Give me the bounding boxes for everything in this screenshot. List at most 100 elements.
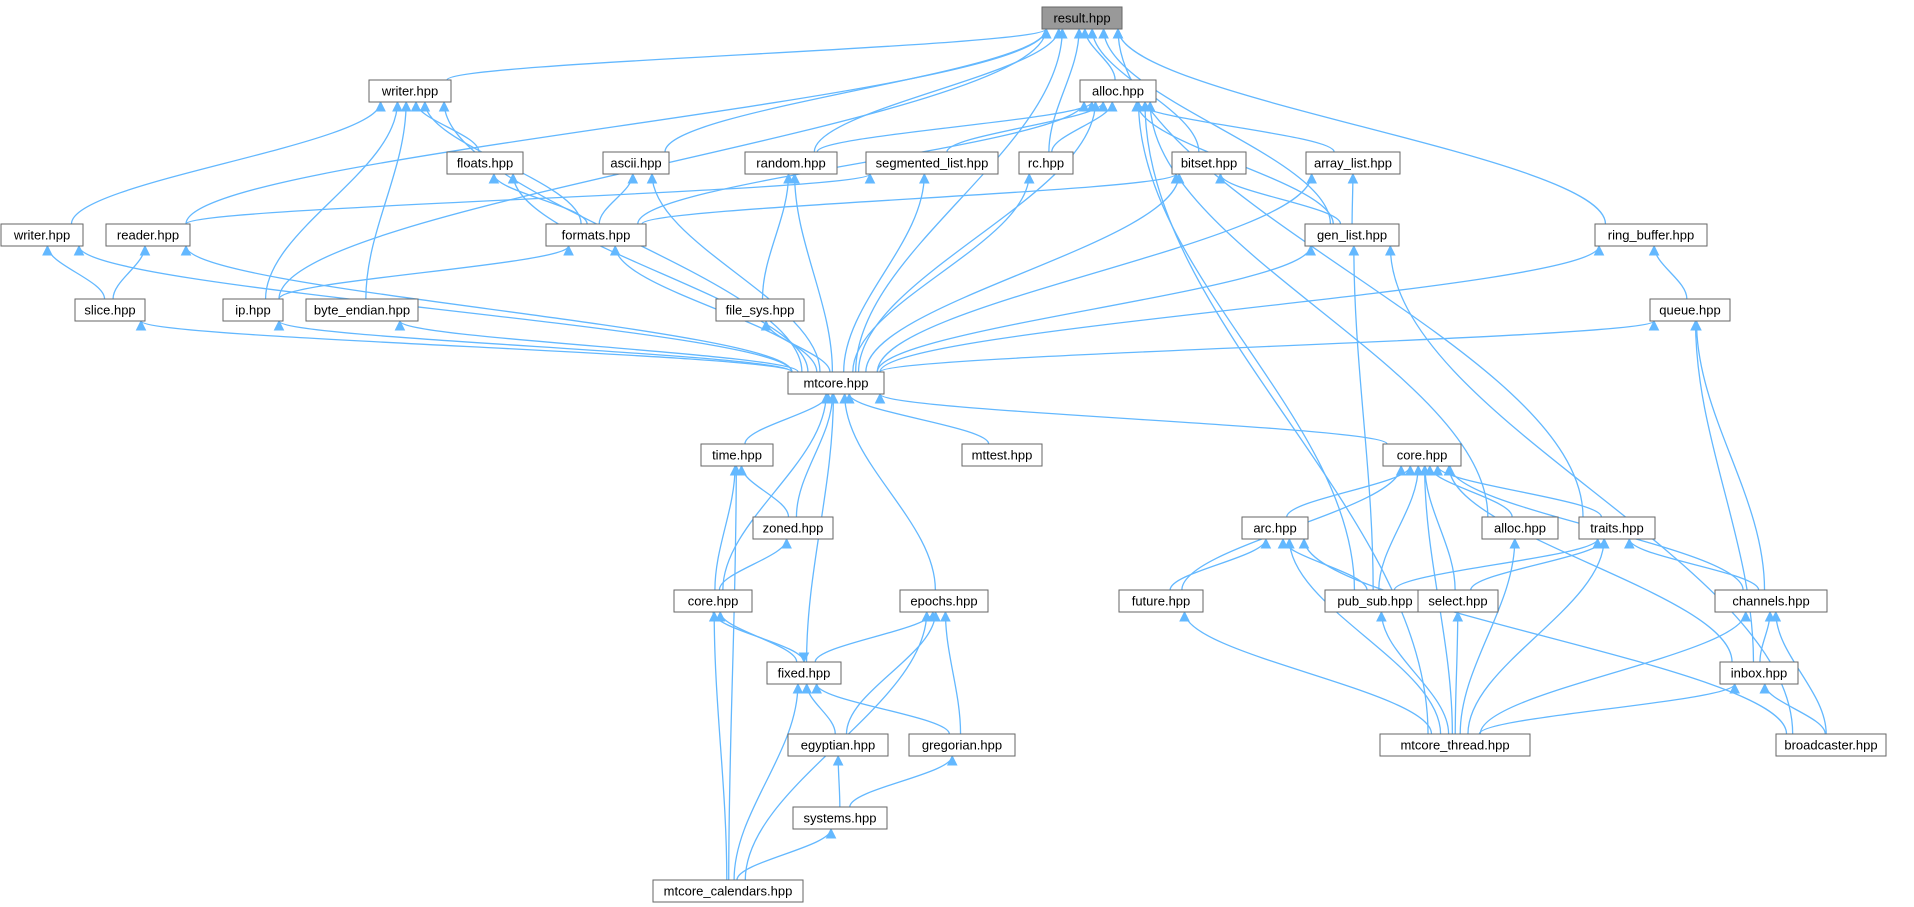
node-reader[interactable]: reader.hpp — [105, 223, 191, 247]
arrow-head-icon — [1173, 172, 1185, 184]
node-core-b[interactable]: core.hpp — [1382, 443, 1462, 467]
edge-mtcore_calendars-to-systems — [736, 828, 832, 881]
arrow-head-icon — [1648, 319, 1660, 331]
node-formats[interactable]: formats.hpp — [545, 223, 647, 247]
node-array-list[interactable]: array_list.hpp — [1305, 151, 1401, 175]
node-box — [865, 151, 999, 175]
edge-pub_sub-to-gen_list — [1353, 245, 1374, 591]
node-writer-a[interactable]: writer.hpp — [368, 79, 452, 103]
node-inbox[interactable]: inbox.hpp — [1719, 661, 1799, 685]
node-core-a[interactable]: core.hpp — [673, 589, 753, 613]
node-ip[interactable]: ip.hpp — [222, 298, 284, 322]
arrow-head-icon — [1090, 100, 1101, 112]
arrow-head-icon — [730, 464, 742, 476]
node-label: floats.hpp — [457, 156, 513, 171]
node-mtcore-thread[interactable]: mtcore_thread.hpp — [1379, 733, 1531, 757]
arrow-head-icon — [1078, 100, 1090, 112]
node-label: mttest.hpp — [972, 448, 1033, 463]
node-label: result.hpp — [1053, 11, 1110, 26]
node-mtcore[interactable]: mtcore.hpp — [787, 371, 885, 395]
node-box — [1379, 733, 1531, 757]
node-egyptian[interactable]: egyptian.hpp — [787, 733, 889, 757]
node-queue[interactable]: queue.hpp — [1649, 298, 1731, 322]
node-zoned[interactable]: zoned.hpp — [752, 516, 834, 540]
node-mttest[interactable]: mttest.hpp — [961, 443, 1043, 467]
arrow-head-icon — [139, 244, 151, 256]
edge-mtcore_calendars-to-fixed — [733, 683, 799, 881]
edge-broadcaster-to-arc — [1303, 538, 1788, 735]
arrow-head-icon — [410, 100, 422, 112]
edge-broadcaster-to-channels — [1775, 611, 1827, 735]
node-label: gen_list.hpp — [1317, 228, 1387, 243]
node-byte-endian[interactable]: byte_endian.hpp — [305, 298, 419, 322]
arrow-head-icon — [135, 319, 147, 331]
arrow-head-icon — [1443, 464, 1455, 476]
node-segmented-list[interactable]: segmented_list.hpp — [865, 151, 999, 175]
node-box — [766, 661, 842, 685]
arrow-head-icon — [825, 827, 837, 839]
node-label: inbox.hpp — [1731, 666, 1787, 681]
node-label: zoned.hpp — [763, 521, 824, 536]
node-box — [908, 733, 1016, 757]
node-rc[interactable]: rc.hpp — [1018, 151, 1074, 175]
edge-core_b-to-mtcore — [879, 393, 1388, 445]
edge-random-to-result — [813, 28, 1060, 153]
node-select[interactable]: select.hpp — [1417, 589, 1499, 613]
node-fixed[interactable]: fixed.hpp — [766, 661, 842, 685]
node-box — [105, 223, 191, 247]
arrow-head-icon — [1260, 537, 1272, 549]
node-alloc-a[interactable]: alloc.hpp — [1079, 79, 1157, 103]
edge-alloc_b-to-core_b — [1429, 465, 1513, 518]
edge-mtcore_thread-to-channels — [1479, 611, 1747, 735]
arrow-head-icon — [1086, 27, 1098, 39]
node-label: mtcore.hpp — [803, 376, 868, 391]
node-pub-sub[interactable]: pub_sub.hpp — [1324, 589, 1426, 613]
node-label: queue.hpp — [1659, 303, 1720, 318]
node-future[interactable]: future.hpp — [1118, 589, 1204, 613]
node-result[interactable]: result.hpp — [1041, 6, 1123, 30]
arrow-head-icon — [609, 244, 621, 256]
node-arc[interactable]: arc.hpp — [1241, 516, 1309, 540]
arrow-head-icon — [1106, 100, 1118, 112]
node-epochs[interactable]: epochs.hpp — [899, 589, 989, 613]
node-box — [744, 151, 838, 175]
node-broadcaster[interactable]: broadcaster.hpp — [1775, 733, 1887, 757]
node-slice[interactable]: slice.hpp — [74, 298, 146, 322]
edge-inbox-to-core_b — [1448, 465, 1733, 663]
arrow-head-icon — [1040, 27, 1052, 39]
node-gen-list[interactable]: gen_list.hpp — [1304, 223, 1400, 247]
node-box — [1041, 6, 1123, 30]
node-box — [787, 371, 885, 395]
node-traits[interactable]: traits.hpp — [1578, 516, 1656, 540]
edge-core_a-to-zoned — [718, 538, 788, 591]
node-box — [1118, 589, 1204, 613]
arrow-head-icon — [801, 682, 813, 694]
arrow-head-icon — [1277, 537, 1289, 549]
node-time[interactable]: time.hpp — [700, 443, 774, 467]
arrow-head-icon — [1023, 172, 1035, 184]
node-ring-buffer[interactable]: ring_buffer.hpp — [1594, 223, 1708, 247]
node-ascii[interactable]: ascii.hpp — [602, 151, 670, 175]
arrow-head-icon — [1729, 682, 1740, 694]
arrow-head-icon — [1306, 172, 1317, 184]
node-random[interactable]: random.hpp — [744, 151, 838, 175]
node-systems[interactable]: systems.hpp — [792, 806, 888, 830]
edge-mtcore-to-ring_buffer — [879, 245, 1600, 373]
node-floats[interactable]: floats.hpp — [446, 151, 524, 175]
node-alloc-b[interactable]: alloc.hpp — [1481, 516, 1559, 540]
node-file-sys[interactable]: file_sys.hpp — [715, 298, 805, 322]
arrow-head-icon — [1740, 610, 1752, 622]
node-bitset[interactable]: bitset.hpp — [1171, 151, 1247, 175]
arrow-head-icon — [627, 172, 639, 184]
arrow-head-icon — [394, 319, 406, 331]
arrow-head-icon — [930, 610, 941, 622]
node-box — [787, 733, 889, 757]
node-box — [1241, 516, 1309, 540]
node-gregorian[interactable]: gregorian.hpp — [908, 733, 1016, 757]
node-channels[interactable]: channels.hpp — [1714, 589, 1828, 613]
edge-ascii-to-result — [664, 28, 1047, 153]
node-box — [1304, 223, 1400, 247]
node-writer-b[interactable]: writer.hpp — [0, 223, 84, 247]
edge-writer_a-to-result — [446, 28, 1047, 81]
node-mtcore-calendars[interactable]: mtcore_calendars.hpp — [652, 879, 804, 903]
